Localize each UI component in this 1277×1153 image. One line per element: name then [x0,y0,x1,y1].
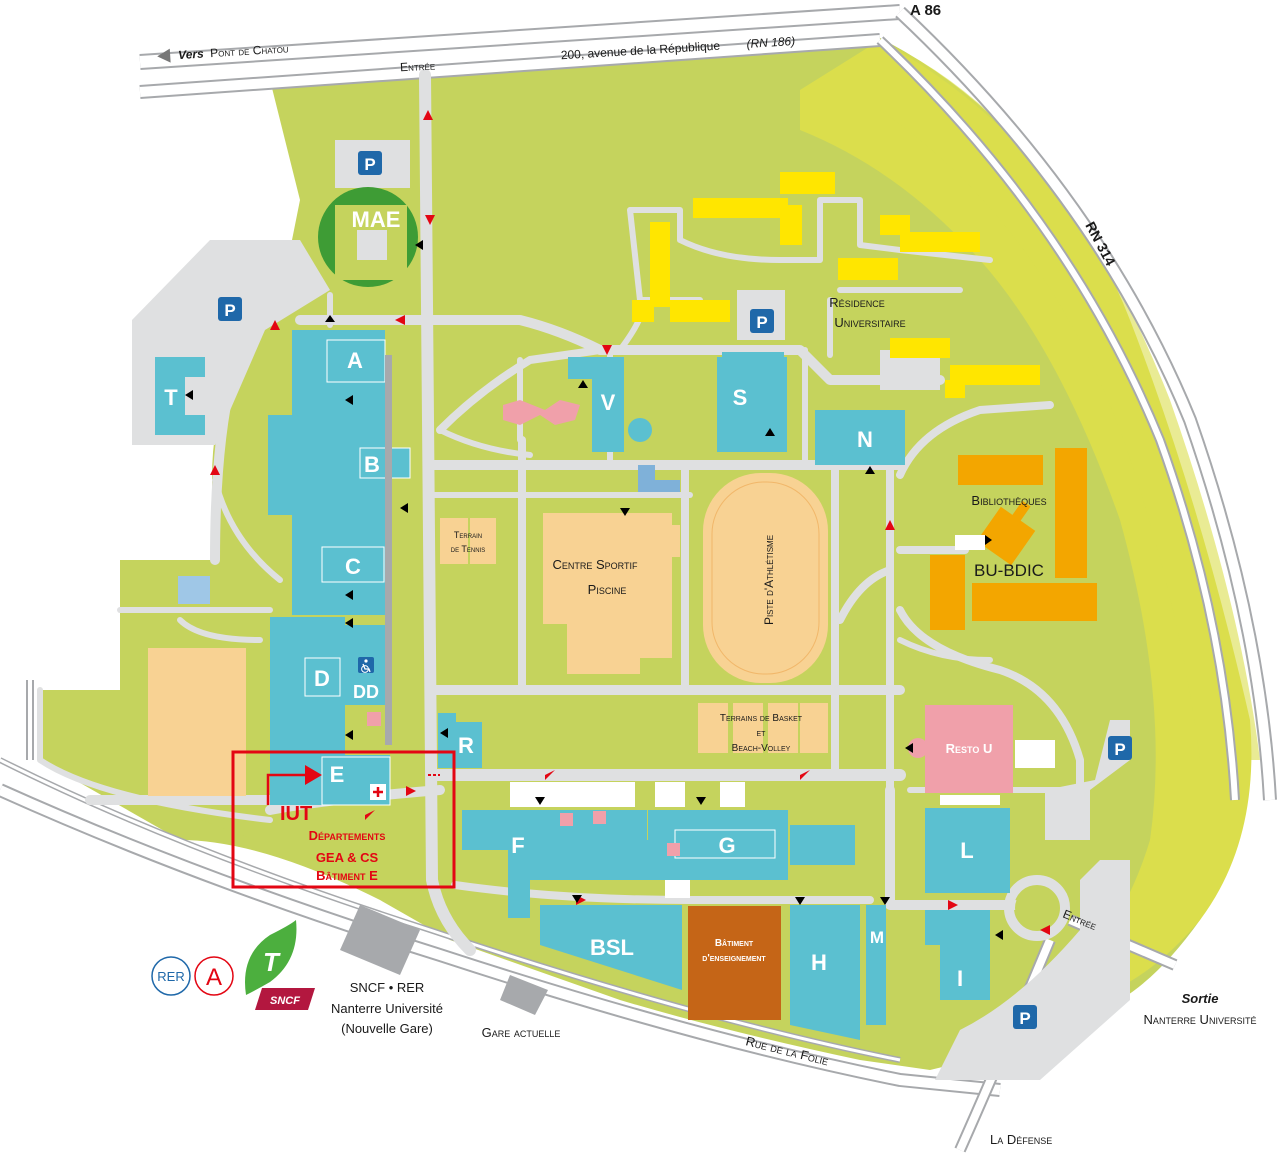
label-building-bsl: BSL [590,935,634,960]
corridor [385,355,392,745]
station-line1: SNCF • RER [350,980,425,995]
parking-icon: P [218,297,242,321]
building-labels: MAE A B C D DD E T V S N R F G BSL Bâtim… [164,207,992,991]
rer-label: RER [157,969,184,984]
label-bu-bdic: BU-BDIC [974,561,1044,580]
sortie-place: Nanterre Université [1144,1012,1257,1027]
label-building-r: R [458,733,474,758]
iut-labels: IUT Départements GEA & CS Bâtiment E [280,803,385,883]
parking-label: P [1114,740,1125,759]
entree-top: Entrée [400,58,436,74]
label-building-b: B [364,452,380,477]
label-building-g: G [718,833,735,858]
tram-label: T [263,947,281,977]
label-building-a: A [347,348,363,373]
parking-label: P [224,301,235,320]
label-basket-1: Terrains de Basket [720,713,803,724]
station-line2: Nanterre Université [331,1001,443,1016]
sncf-logo: SNCF [255,988,315,1010]
iut-gea-cs: GEA & CS [316,850,379,865]
station-blocks [340,905,548,1015]
parking-label: P [1019,1009,1030,1028]
parking-icon: P [358,151,382,175]
road-vers: Vers [178,47,205,63]
gare-actuelle: Gare actuelle [482,1025,561,1040]
label-resto-u: Resto U [946,741,993,756]
label-basket-2: et [757,728,767,739]
piste-inner [711,481,820,675]
direction-arrows [185,110,1050,940]
label-building-f: F [511,833,524,858]
building-mae [318,187,418,287]
wheelchair-icon [358,657,374,673]
road-pont-de-chatou: Pont de Chatou [210,41,290,60]
station-line3: (Nouvelle Gare) [341,1021,433,1036]
label-residence-2: Universitaire [834,315,905,330]
residence-buildings [632,172,1040,398]
road-la-defense: La Défense [990,1132,1052,1147]
label-basket-3: Beach-Volley [732,743,791,754]
iut-highlight [231,750,456,889]
parking-label: P [364,155,375,174]
parking-label: P [756,313,767,332]
first-aid-icon [370,784,386,800]
roundabout [1004,875,1070,941]
blue-buildings [155,330,1010,1040]
sortie-label: Sortie [1182,991,1219,1006]
label-tennis-1: Terrain [454,530,482,540]
label-building-n: N [857,427,873,452]
iut-label: IUT [280,803,312,825]
label-building-i: I [957,966,963,991]
label-building-e: E [330,762,345,787]
parking-icon: P [1108,736,1132,760]
label-batiment-2: d'enseignement [702,953,766,964]
pink-elements [367,400,1013,856]
label-building-dd: DD [353,682,379,702]
tram-logo: T [245,920,297,995]
label-tennis-2: de Tennis [451,544,486,554]
iut-departements: Départements [309,828,386,843]
parking-icon: P [750,309,774,333]
label-building-d: D [314,666,330,691]
label-building-m: M [870,928,884,947]
sports-facilities [148,473,828,796]
rer-a-logo: A [194,956,234,996]
label-centre-sportif: Centre Sportif [552,557,638,572]
white-blocks [510,535,1055,898]
area-labels: Résidence Universitaire Bibliothèques BU… [451,295,1047,754]
highways [0,4,1277,1153]
transport-logos: RER A T SNCF [151,920,315,1010]
label-building-c: C [345,554,361,579]
building-enseignement [688,906,781,1020]
road-avenue-rn: (RN 186) [746,34,795,51]
station-labels: SNCF • RER Nanterre Université (Nouvelle… [331,980,560,1040]
label-bibliotheques: Bibliothèques [971,493,1046,508]
label-batiment-1: Bâtiment [715,938,754,949]
road-a86: A 86 [910,2,941,19]
library-buildings [930,448,1097,630]
label-piscine: Piscine [588,582,627,597]
parking-signs: P P P P P [218,151,1132,1029]
sncf-label: SNCF [270,995,300,1007]
parking-icon: P [1013,1005,1037,1029]
arrow-left-icon [157,48,171,63]
label-mae: MAE [352,207,401,232]
label-building-v: V [601,390,616,415]
label-residence-1: Résidence [829,295,884,310]
label-building-s: S [733,385,748,410]
rer-logo: RER [151,956,191,996]
rer-a-label: A [206,964,222,991]
label-building-t: T [164,385,178,410]
label-building-h: H [811,950,827,975]
iut-batiment-e: Bâtiment E [316,868,378,883]
label-building-l: L [960,838,973,863]
label-piste: Piste d'Athlétisme [762,535,776,625]
